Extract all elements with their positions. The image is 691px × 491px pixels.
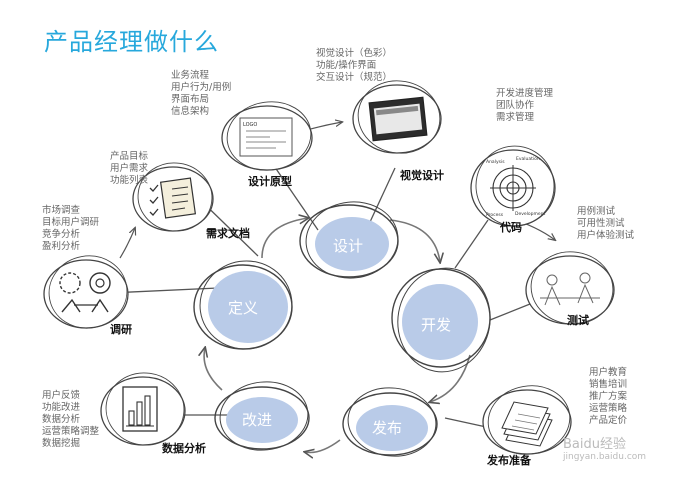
node-label-research: 调研	[110, 323, 132, 336]
note-item: 用例测试	[577, 206, 616, 217]
phase-define	[193, 260, 293, 350]
code-label-development: Development	[515, 211, 546, 217]
note-item: 用户需求	[110, 163, 149, 174]
prototype-logo: LOGO	[243, 122, 257, 128]
phase-develop	[391, 267, 491, 373]
cycle-arrows	[204, 218, 471, 453]
visual-illustration	[352, 80, 442, 154]
note-item: 盈利分析	[42, 241, 81, 252]
launch-illustration	[482, 385, 572, 455]
node-label-requirements: 需求文档	[206, 227, 250, 240]
phase-label-improve: 改进	[242, 411, 273, 429]
requirements-illustration	[132, 162, 214, 232]
note-item: 用户体验测试	[577, 230, 635, 241]
node-label-analytics: 数据分析	[162, 442, 206, 455]
phase-label-design: 设计	[333, 237, 364, 255]
note-item: 数据挖掘	[42, 438, 81, 449]
note-item: 可用性测试	[577, 218, 625, 229]
notes-code: 开发进度管理 团队协作 需求管理	[496, 88, 553, 124]
note-item: 信息架构	[171, 106, 210, 117]
note-item: 运营策略	[589, 403, 628, 414]
node-label-testing: 测试	[567, 314, 589, 327]
notes-testing: 用例测试 可用性测试 用户体验测试	[577, 206, 634, 242]
note-item: 销售培训	[589, 379, 628, 390]
note-item: 市场调查	[42, 205, 81, 216]
note-item: 功能列表	[110, 175, 149, 186]
analytics-illustration	[100, 372, 186, 446]
note-item: 界面布局	[171, 94, 210, 105]
note-item: 推广方案	[589, 391, 628, 402]
notes-prototype: 业务流程 用户行为/用例 界面布局 信息架构	[171, 70, 231, 118]
note-item: 用户反馈	[42, 390, 81, 401]
phase-release	[342, 387, 438, 457]
phase-label-release: 发布	[372, 419, 403, 437]
node-label-launch: 发布准备	[487, 454, 531, 467]
note-item: 产品目标	[110, 151, 149, 162]
note-item: 数据分析	[42, 414, 81, 425]
note-item: 业务流程	[171, 70, 210, 81]
phase-improve	[214, 381, 310, 451]
notes-research: 市场调查 目标用户调研 竞争分析 盈利分析	[42, 205, 99, 253]
notes-visual: 视觉设计（色彩） 功能/操作界面 交互设计（规范）	[316, 48, 392, 84]
note-item: 团队协作	[496, 100, 535, 111]
note-item: 需求管理	[496, 112, 535, 123]
phase-design	[299, 201, 399, 279]
page-title: 产品经理做什么	[44, 28, 219, 56]
note-item: 目标用户调研	[42, 217, 100, 228]
code-illustration: Analysis Evaluation Process Development	[470, 145, 556, 227]
testing-illustration	[525, 251, 615, 325]
note-item: 交互设计（规范）	[316, 72, 393, 83]
note-item: 开发进度管理	[496, 88, 554, 99]
code-label-analysis: Analysis	[486, 159, 505, 165]
notes-analytics: 用户反馈 功能改进 数据分析 运营策略调整 数据挖掘	[42, 390, 99, 450]
note-item: 用户行为/用例	[171, 82, 232, 93]
node-label-code: 代码	[500, 221, 522, 234]
code-label-evaluation: Evaluation	[516, 156, 540, 162]
phase-label-define: 定义	[228, 299, 259, 317]
note-item: 视觉设计（色彩）	[316, 48, 393, 59]
phase-label-develop: 开发	[421, 316, 452, 334]
notes-launch: 用户教育 销售培训 推广方案 运营策略 产品定价	[589, 367, 627, 427]
research-illustration	[43, 255, 129, 329]
watermark-brand: Baidu经验	[563, 437, 626, 452]
node-label-prototype: 设计原型	[248, 175, 292, 188]
note-item: 运营策略调整	[42, 426, 100, 437]
note-item: 竞争分析	[42, 229, 81, 240]
watermark-url: jingyan.baidu.com	[563, 452, 647, 462]
prototype-illustration: LOGO	[221, 101, 313, 171]
code-label-process: Process	[486, 212, 504, 218]
note-item: 产品定价	[589, 415, 628, 426]
node-label-visual: 视觉设计	[400, 169, 444, 182]
note-item: 功能/操作界面	[316, 60, 377, 71]
notes-requirements: 产品目标 用户需求 功能列表	[110, 151, 148, 187]
note-item: 用户教育	[589, 367, 628, 378]
note-item: 功能改进	[42, 402, 81, 413]
